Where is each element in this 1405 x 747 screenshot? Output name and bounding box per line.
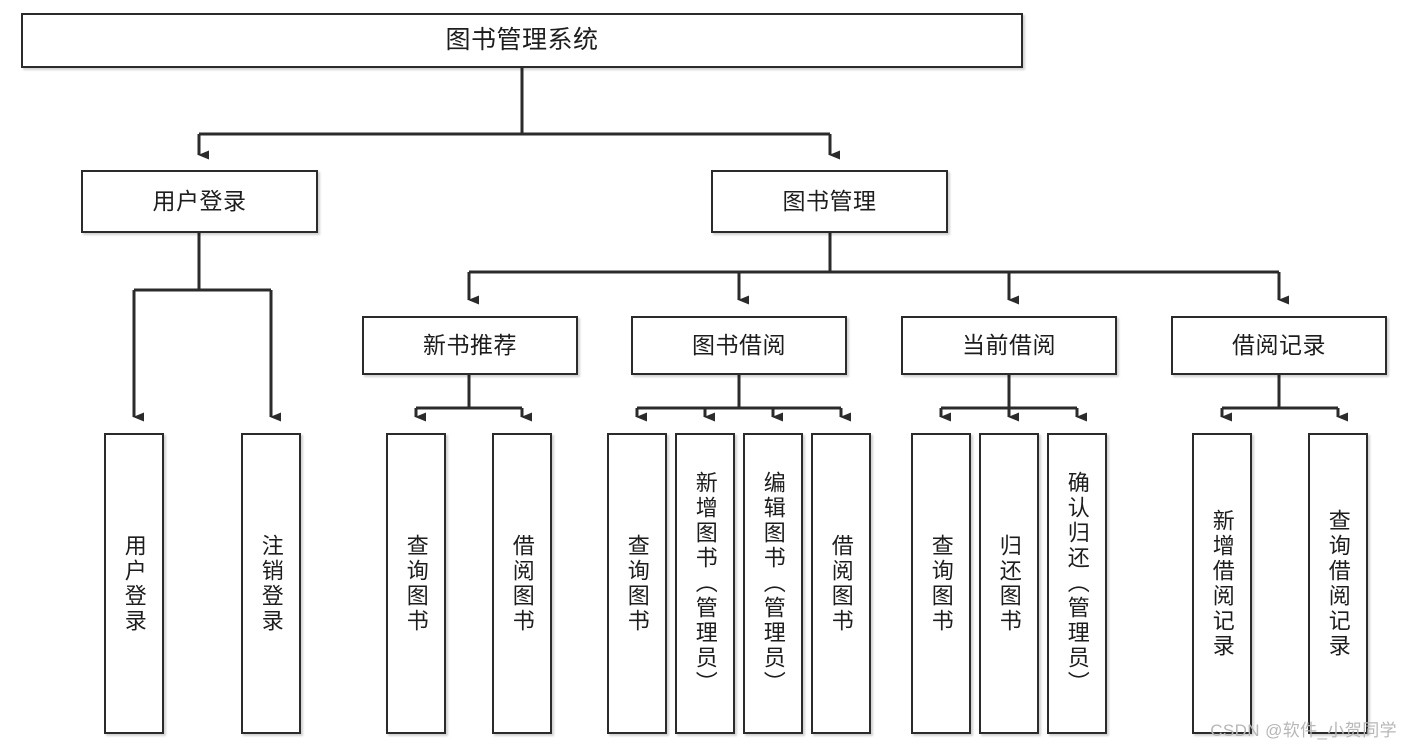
leaf-borrow-record-query-record[interactable]: 查询借阅记录	[1308, 433, 1368, 734]
leaf-borrow-record-add-record[interactable]: 新增借阅记录	[1192, 433, 1252, 734]
node-root-label: 图书管理系统	[445, 26, 599, 55]
leaf-label: 查询图书	[403, 533, 429, 634]
node-book-management[interactable]: 图书管理	[711, 170, 948, 233]
leaf-label: 归还图书	[996, 533, 1022, 634]
leaf-book-borrow-add-book-admin[interactable]: 新增图书（管理员）	[675, 433, 735, 734]
leaf-label: 注销登录	[258, 533, 284, 634]
leaf-label: 查询图书	[624, 533, 650, 634]
node-current-borrow[interactable]: 当前借阅	[901, 316, 1117, 375]
leaf-book-borrow-edit-book-admin[interactable]: 编辑图书（管理员）	[743, 433, 803, 734]
leaf-label: 确认归还（管理员）	[1064, 471, 1090, 696]
leaf-current-borrow-confirm-return-admin[interactable]: 确认归还（管理员）	[1047, 433, 1107, 734]
leaf-book-borrow-borrow-book[interactable]: 借阅图书	[811, 433, 871, 734]
leaf-label: 新增图书（管理员）	[692, 471, 718, 696]
leaf-current-borrow-query-book[interactable]: 查询图书	[911, 433, 971, 734]
leaf-user-login-login[interactable]: 用户登录	[104, 433, 164, 734]
leaf-new-book-borrow-book[interactable]: 借阅图书	[492, 433, 552, 734]
leaf-new-book-query-book[interactable]: 查询图书	[386, 433, 446, 734]
leaf-label: 查询借阅记录	[1325, 508, 1351, 659]
leaf-current-borrow-return-book[interactable]: 归还图书	[979, 433, 1039, 734]
node-new-book-recommend-label: 新书推荐	[423, 332, 517, 359]
leaf-book-borrow-query-book[interactable]: 查询图书	[607, 433, 667, 734]
node-user-login-label: 用户登录	[152, 188, 247, 215]
node-book-borrow-label: 图书借阅	[692, 332, 786, 359]
node-borrow-record-label: 借阅记录	[1232, 332, 1326, 359]
node-book-borrow[interactable]: 图书借阅	[631, 316, 847, 375]
node-root-book-management-system[interactable]: 图书管理系统	[21, 13, 1023, 68]
node-current-borrow-label: 当前借阅	[962, 332, 1056, 359]
leaf-user-login-logout[interactable]: 注销登录	[241, 433, 301, 734]
node-borrow-record[interactable]: 借阅记录	[1171, 316, 1387, 375]
leaf-label: 编辑图书（管理员）	[760, 471, 786, 696]
node-book-management-label: 图书管理	[782, 188, 877, 215]
leaf-label: 借阅图书	[828, 533, 854, 634]
leaf-label: 新增借阅记录	[1209, 508, 1235, 659]
node-new-book-recommend[interactable]: 新书推荐	[362, 316, 578, 375]
csdn-watermark: CSDN @软件_小贺同学	[1210, 721, 1397, 740]
node-user-login[interactable]: 用户登录	[81, 170, 318, 233]
leaf-label: 查询图书	[928, 533, 954, 634]
leaf-label: 用户登录	[121, 533, 147, 634]
leaf-label: 借阅图书	[509, 533, 535, 634]
